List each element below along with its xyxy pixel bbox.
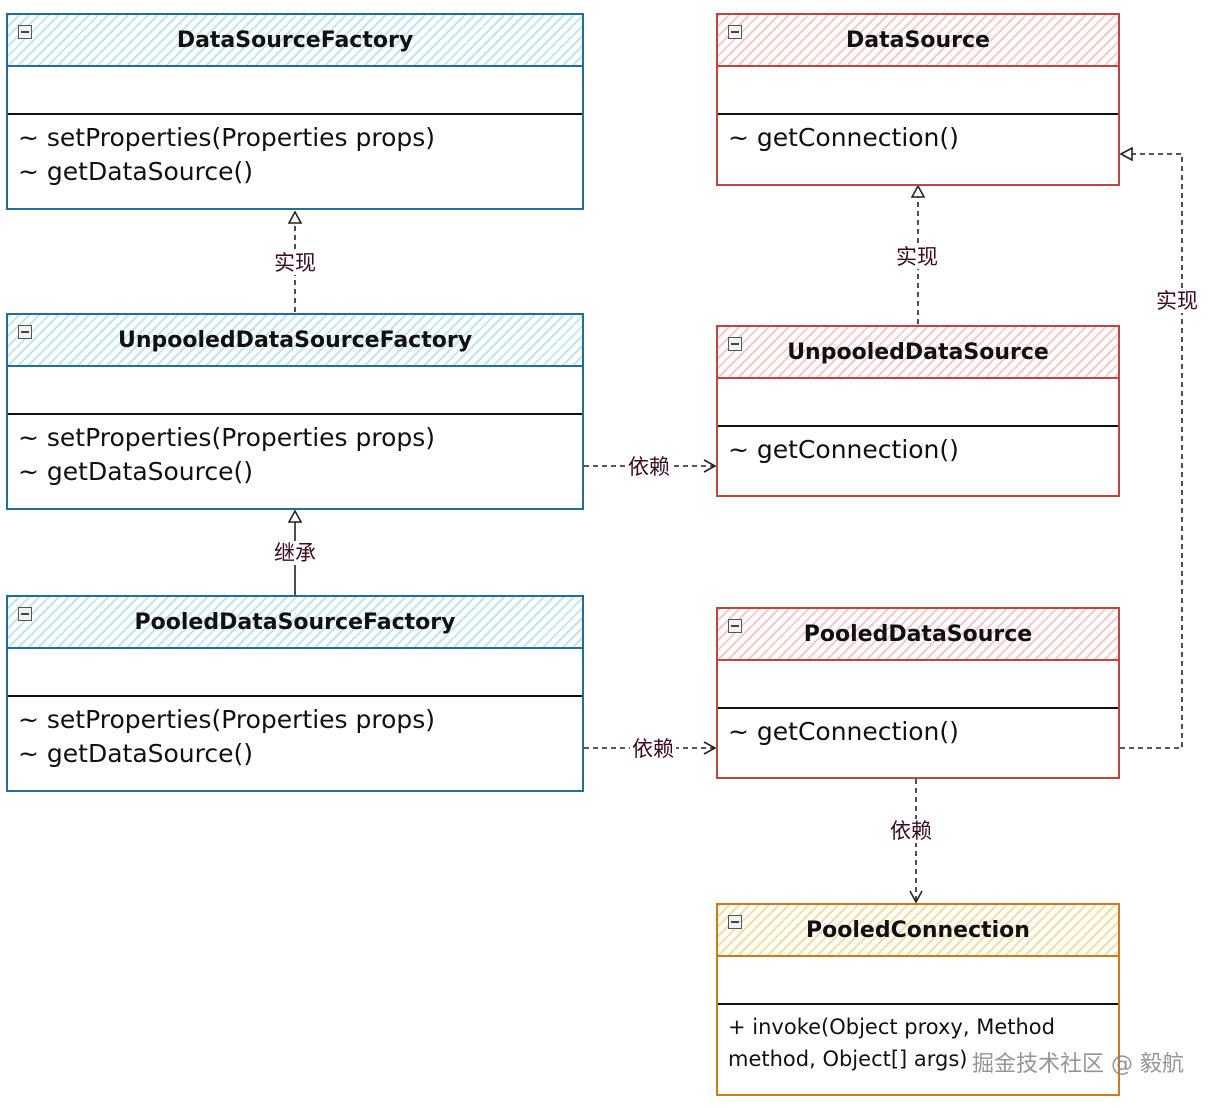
operation: ~ setProperties(Properties props) [18,705,436,734]
edge-label-implements: 实现 [272,251,318,275]
class-header: PooledDataSourceFactory [8,597,582,649]
class-pooledconnection[interactable]: PooledConnection + invoke(Object proxy, … [716,903,1120,1096]
collapse-icon[interactable] [728,619,742,633]
edge-pds-ds [1120,154,1183,749]
edge-label-implements: 实现 [894,245,940,269]
collapse-icon[interactable] [18,325,32,339]
operations-section: ~ getConnection() [718,427,1118,473]
operations-section: ~ getConnection() [718,115,1118,161]
class-unpooleddatasourcefactory[interactable]: UnpooledDataSourceFactory ~ setPropertie… [6,313,584,510]
attributes-section [718,661,1118,709]
operations-section: + invoke(Object proxy, Method method, Ob… [718,1005,1118,1081]
operations-section: ~ setProperties(Properties props) ~ getD… [8,415,582,495]
class-name: DataSource [846,27,990,53]
operations-section: ~ setProperties(Properties props) ~ getD… [8,697,582,777]
class-header: DataSource [718,15,1118,67]
class-header: PooledConnection [718,905,1118,957]
collapse-icon[interactable] [728,337,742,351]
class-name: UnpooledDataSourceFactory [117,327,473,353]
operation: ~ getConnection() [728,123,959,152]
edge-label-extends: 继承 [272,541,318,565]
class-header: UnpooledDataSource [718,327,1118,379]
class-datasourcefactory[interactable]: DataSourceFactory ~ setProperties(Proper… [6,13,584,210]
collapse-icon[interactable] [728,25,742,39]
watermark: 掘金技术社区 @ 毅航 [972,1052,1184,1077]
edge-label-depends: 依赖 [630,737,676,761]
operation: + invoke(Object proxy, Method method, Ob… [728,1015,1055,1071]
class-header: PooledDataSource [718,609,1118,661]
operation: ~ getConnection() [728,717,959,746]
collapse-icon[interactable] [18,25,32,39]
class-header: UnpooledDataSourceFactory [8,315,582,367]
class-header: DataSourceFactory [8,15,582,67]
operations-section: ~ setProperties(Properties props) ~ getD… [8,115,582,195]
attributes-section [8,67,582,115]
class-pooleddatasource[interactable]: PooledDataSource ~ getConnection() [716,607,1120,779]
collapse-icon[interactable] [18,607,32,621]
attributes-section [718,957,1118,1005]
class-name: UnpooledDataSource [787,339,1049,365]
collapse-icon[interactable] [728,915,742,929]
class-name: DataSourceFactory [176,27,414,53]
class-datasource[interactable]: DataSource ~ getConnection() [716,13,1120,186]
edge-label-implements: 实现 [1154,289,1200,313]
operation: ~ getDataSource() [18,157,254,186]
class-unpooleddatasource[interactable]: UnpooledDataSource ~ getConnection() [716,325,1120,497]
edge-label-depends: 依赖 [626,455,672,479]
attributes-section [718,379,1118,427]
edge-label-depends: 依赖 [888,819,934,843]
class-name: PooledDataSource [803,621,1033,647]
operations-section: ~ getConnection() [718,709,1118,755]
class-name: PooledConnection [806,917,1030,943]
operation: ~ getConnection() [728,435,959,464]
class-pooleddatasourcefactory[interactable]: PooledDataSourceFactory ~ setProperties(… [6,595,584,792]
attributes-section [8,649,582,697]
operation: ~ getDataSource() [18,457,254,486]
operation: ~ getDataSource() [18,739,254,768]
attributes-section [718,67,1118,115]
class-name: PooledDataSourceFactory [134,609,456,635]
operation: ~ setProperties(Properties props) [18,423,436,452]
attributes-section [8,367,582,415]
operation: ~ setProperties(Properties props) [18,123,436,152]
